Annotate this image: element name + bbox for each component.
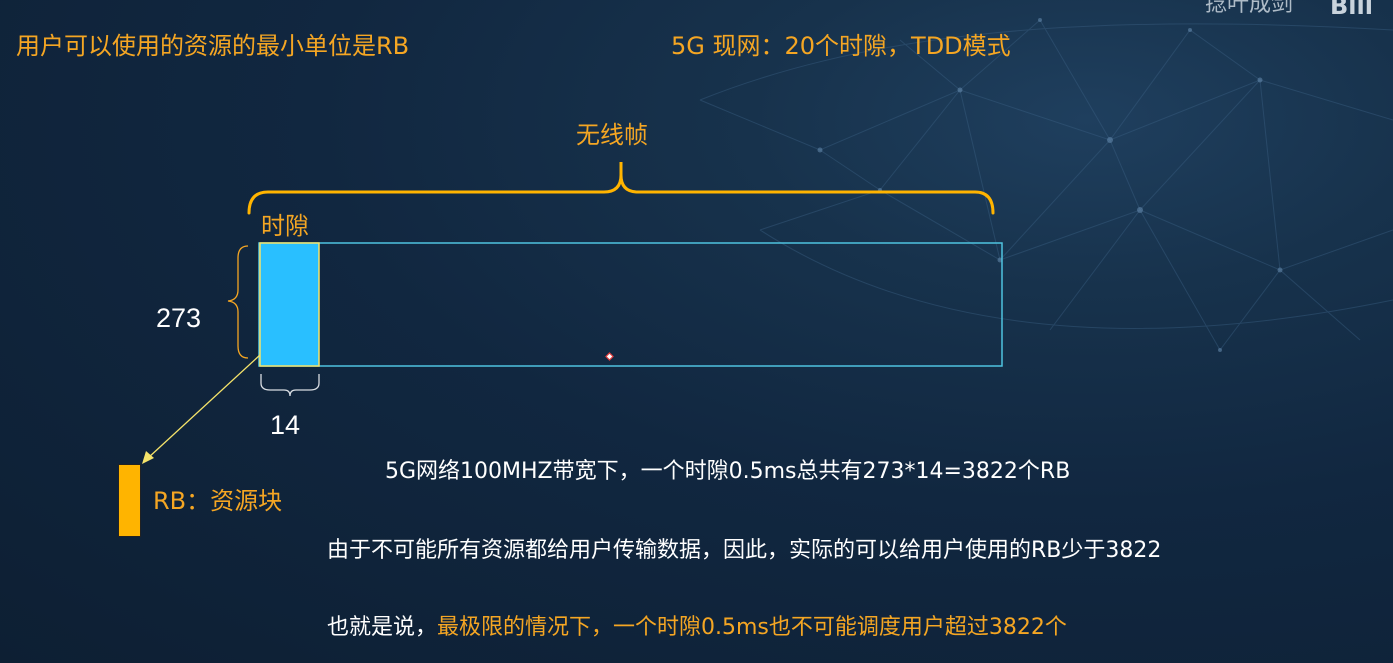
rb-legend-box (118, 464, 141, 537)
rb-arrow-line (147, 354, 261, 459)
width-brace (260, 374, 320, 397)
note-line-3-highlight: 最极限的情况下，一个时隙0.5ms也不可能调度用户超过3822个 (437, 615, 1067, 640)
note-line-1: 5G网络100MHZ带宽下，一个时隙0.5ms总共有273*14=3822个RB (385, 459, 1071, 484)
rb-arrow-head (142, 451, 154, 464)
frame-label: 无线帧 (576, 121, 648, 149)
header-right-title: 5G 现网：20个时隙，TDD模式 (671, 32, 1011, 60)
rb-label: RB：资源块 (153, 487, 283, 515)
note-line-3: 也就是说，最极限的情况下，一个时隙0.5ms也不可能调度用户超过3822个 (327, 617, 1067, 639)
width-label: 14 (270, 410, 301, 440)
height-label: 273 (156, 303, 202, 333)
bilibili-logo-icon: Blll (1330, 0, 1373, 20)
note-line-2: 由于不可能所有资源都给用户传输数据，因此，实际的可以给用户使用的RB少于3822 (327, 538, 1162, 563)
slot-block (259, 242, 320, 367)
height-brace (227, 245, 249, 359)
red-marker (605, 352, 614, 361)
radio-frame-rect (258, 242, 1003, 367)
slot-label: 时隙 (261, 212, 309, 240)
note-line-3-prefix: 也就是说， (327, 615, 438, 640)
watermark-text: 捻叶成剑 (1205, 0, 1294, 17)
header-left-title: 用户可以使用的资源的最小单位是RB (16, 32, 410, 60)
frame-brace (247, 162, 995, 215)
